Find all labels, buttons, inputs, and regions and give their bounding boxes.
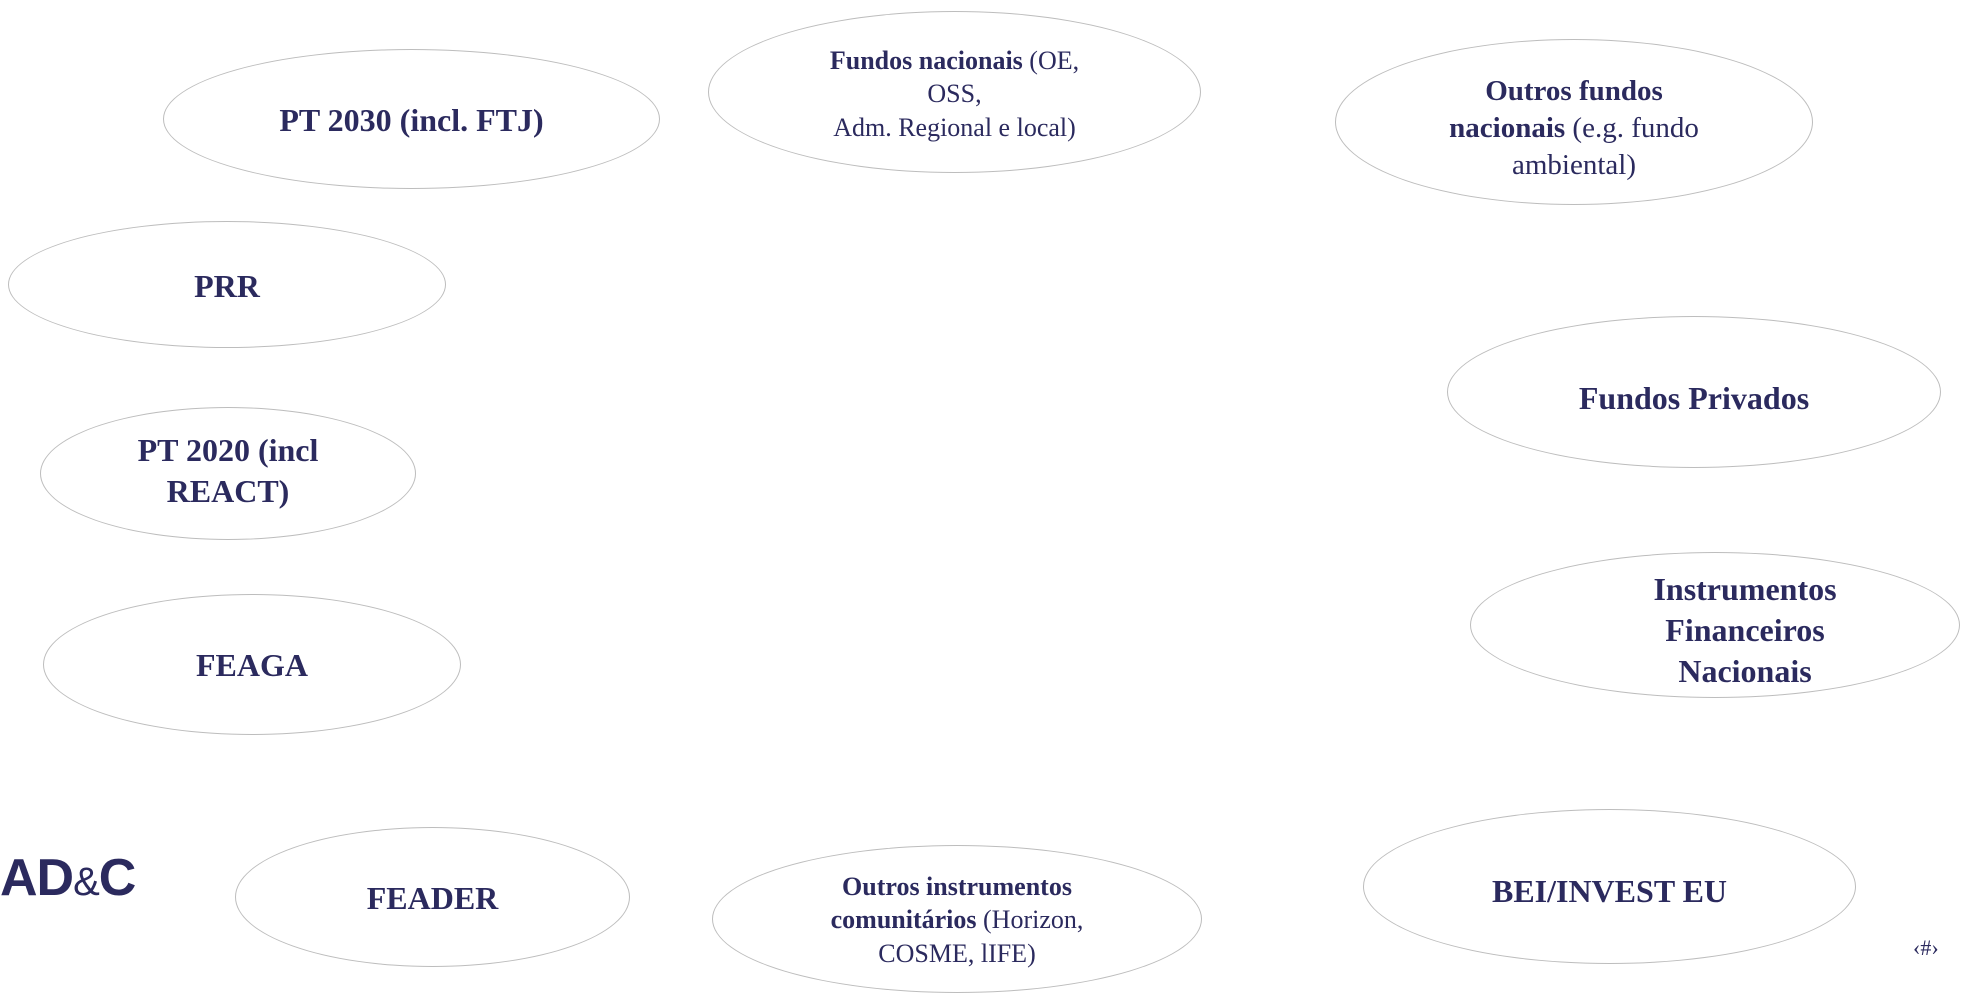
label-fundos-privados: Fundos Privados (1447, 378, 1941, 419)
label-pt2020: PT 2020 (incl REACT) (40, 430, 416, 512)
ellipse-fundos-nacionais (708, 11, 1201, 173)
label-pt2030: PT 2030 (incl. FTJ) (163, 100, 660, 141)
ellipse-fundos-privados (1447, 316, 1941, 468)
ellipse-pt2030 (163, 49, 660, 189)
label-prr: PRR (8, 266, 446, 307)
ellipse-instrumentos-financeiros (1470, 552, 1960, 698)
outros-instrumentos-line3: COSME, lIFE) (878, 938, 1036, 968)
fundos-nacionais-bold: Fundos nacionais (829, 46, 1023, 75)
label-feader: FEADER (235, 878, 630, 919)
label-feaga: FEAGA (43, 645, 461, 686)
bei-invest-text: BEI/INVEST EU (1491, 873, 1728, 909)
pt2020-line1: PT 2020 (incl (137, 432, 319, 468)
adc-logo: AD&C (0, 848, 137, 908)
label-instrumentos-financeiros: Instrumentos Financeiros Nacionais (1500, 569, 1966, 692)
instrumentos-line1: Instrumentos (1653, 571, 1837, 607)
logo-right: C (98, 849, 137, 907)
pt2030-text: PT 2030 (incl. FTJ) (279, 102, 544, 138)
outros-instrumentos-line2: comunitários (Horizon, (712, 903, 1202, 936)
label-outros-instrumentos: Outros instrumentos comunitários (Horizo… (712, 870, 1202, 970)
page-number: ‹#› (1913, 935, 1939, 960)
ellipse-pt2020 (40, 407, 416, 540)
instrumentos-line3: Nacionais (1678, 652, 1812, 689)
feader-text: FEADER (366, 880, 499, 916)
ellipse-outros-fundos-nacionais (1335, 39, 1813, 205)
outros-instrumentos-bold1: Outros instrumentos (842, 872, 1072, 901)
fundos-nacionais-rest: (OE, (1022, 46, 1080, 75)
outros-fundos-line2: nacionais (e.g. fundo (1335, 110, 1813, 147)
outros-instrumentos-rest2: (Horizon, (976, 905, 1084, 935)
ellipse-feaga (43, 594, 461, 735)
fundos-nacionais-line3: Adm. Regional e local) (833, 112, 1076, 142)
ellipse-feader (235, 827, 630, 967)
pt2020-line2: REACT) (166, 472, 290, 509)
outros-fundos-bold1: Outros fundos (1485, 75, 1663, 107)
outros-fundos-bold2: nacionais (1449, 112, 1566, 145)
fundos-nacionais-line1: Fundos nacionais (OE, (708, 44, 1201, 77)
instrumentos-line2: Financeiros (1665, 611, 1825, 648)
ellipse-prr (8, 221, 446, 348)
outros-fundos-line3: ambiental) (1511, 149, 1636, 182)
fundos-privados-text: Fundos Privados (1578, 380, 1810, 416)
fundos-nacionais-line2: OSS, (927, 79, 982, 109)
outros-instrumentos-bold2: comunitários (830, 905, 977, 935)
outros-fundos-rest2: (e.g. fundo (1565, 112, 1699, 145)
logo-amp: & (73, 860, 100, 904)
ellipse-bei-invest (1363, 809, 1856, 964)
feaga-text: FEAGA (196, 647, 308, 683)
outros-fundos-line1: Outros fundos (1335, 73, 1813, 110)
logo-left: AD (0, 849, 74, 907)
label-outros-fundos-nacionais: Outros fundos nacionais (e.g. fundo ambi… (1335, 73, 1813, 184)
ellipse-outros-instrumentos (712, 845, 1202, 993)
label-fundos-nacionais: Fundos nacionais (OE, OSS, Adm. Regional… (708, 44, 1201, 144)
outros-instrumentos-line1: Outros instrumentos (712, 870, 1202, 903)
label-bei-invest: BEI/INVEST EU (1363, 871, 1856, 912)
prr-text: PRR (194, 268, 260, 304)
